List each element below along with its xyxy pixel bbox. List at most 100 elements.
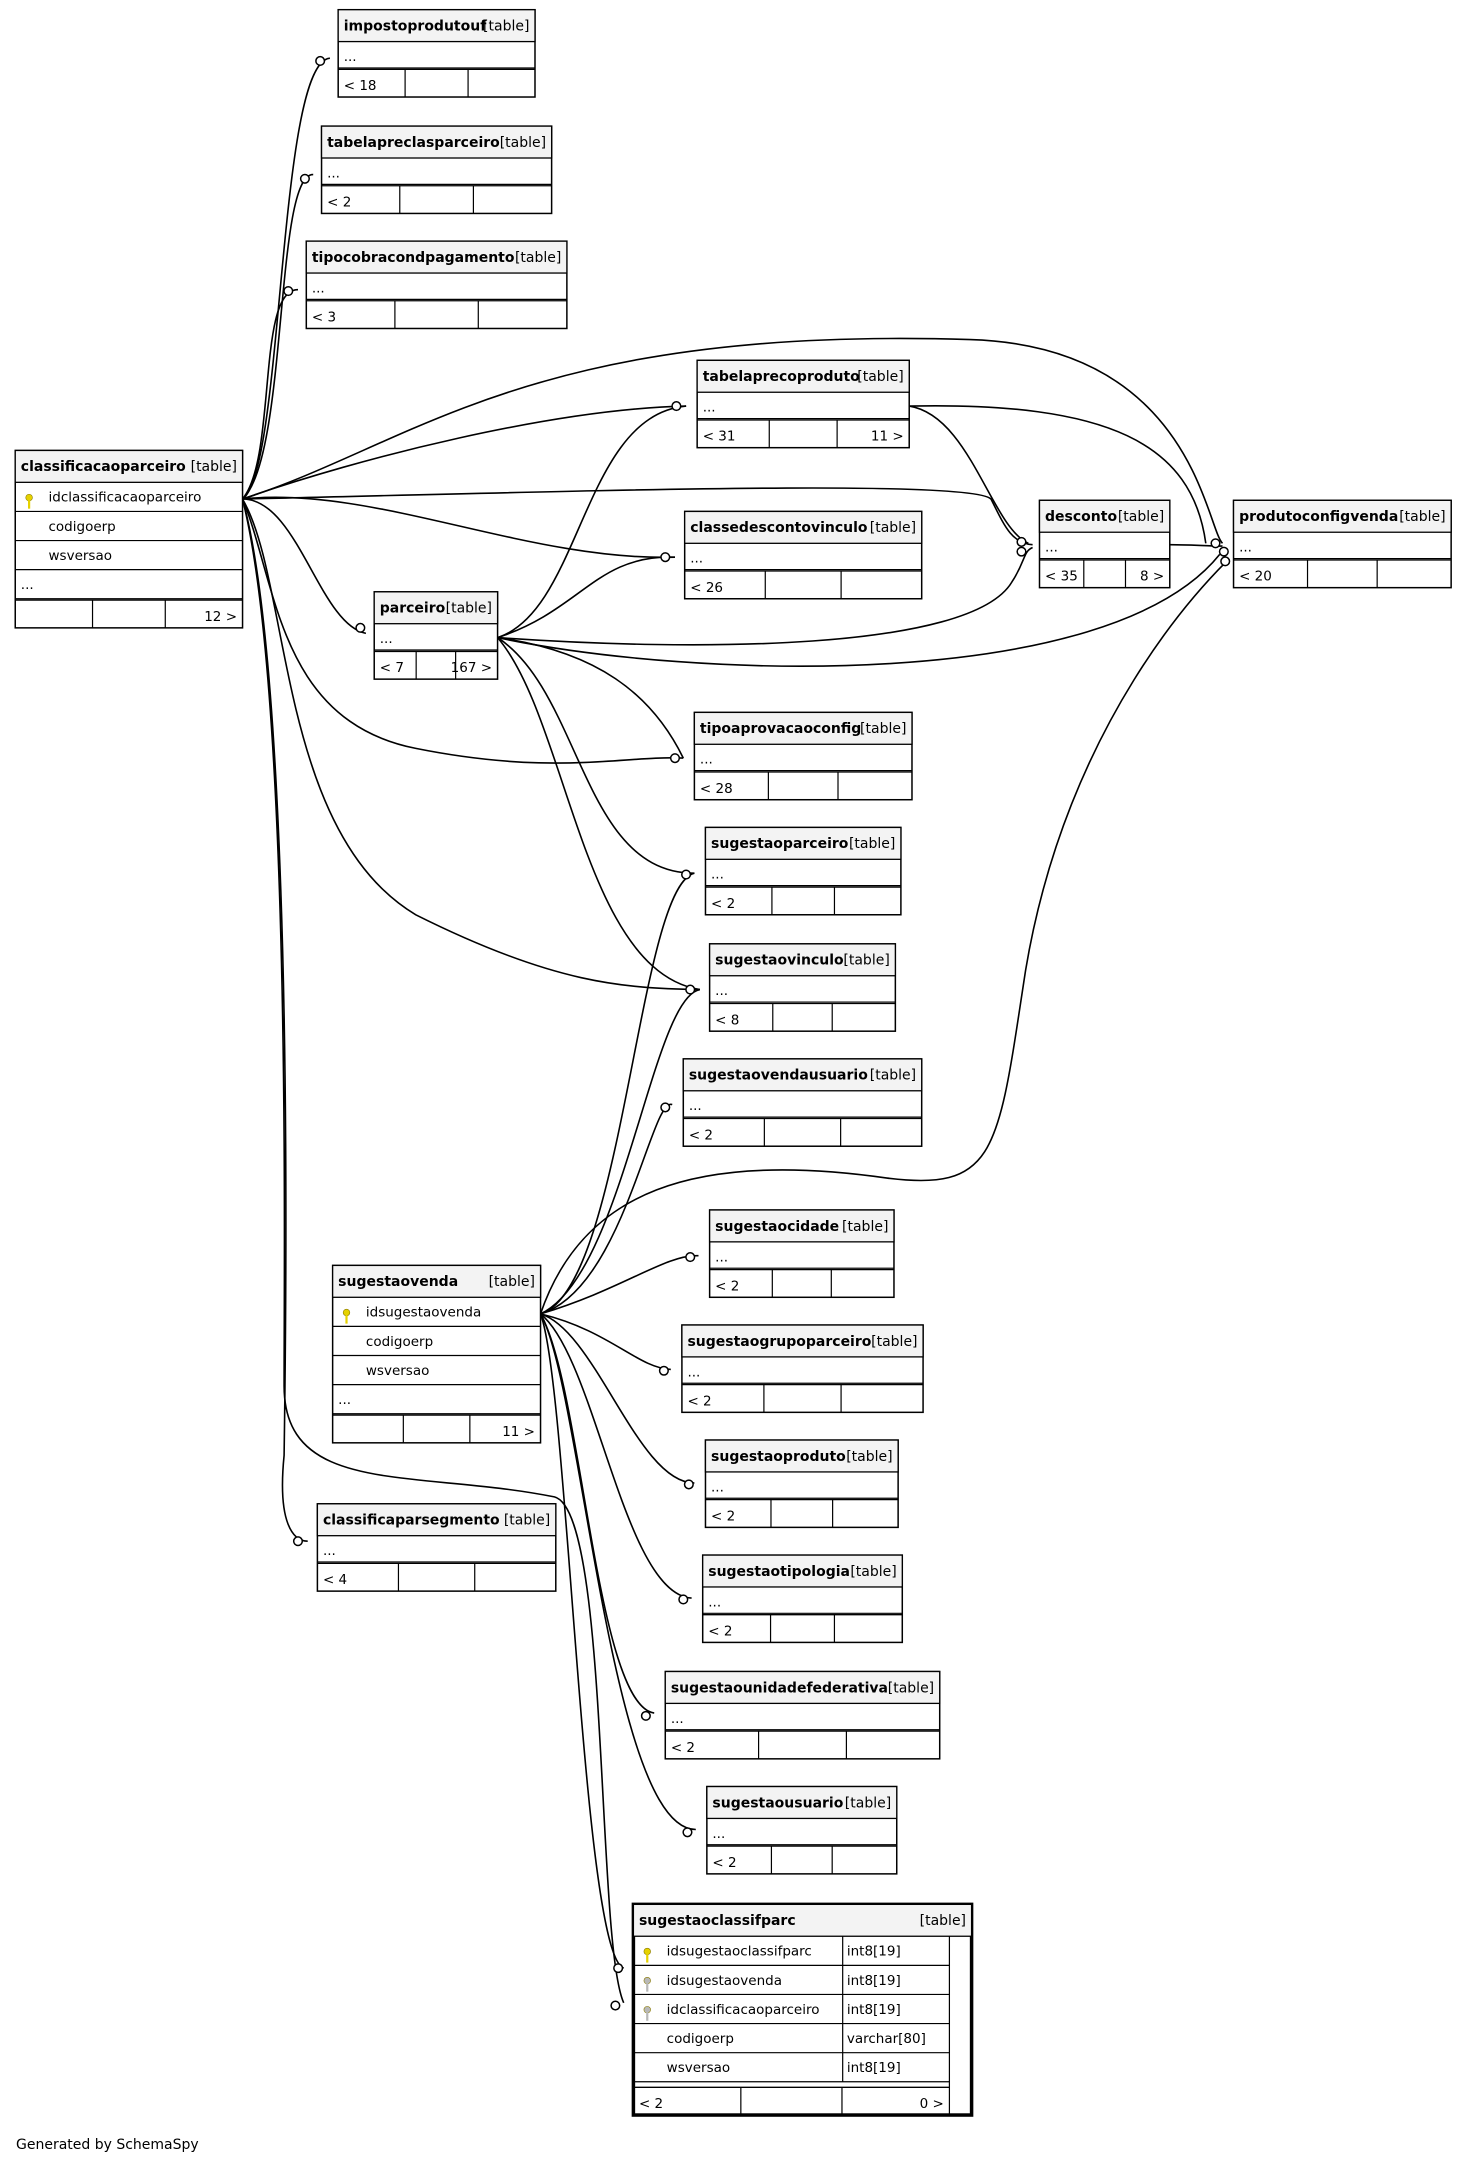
table-classificacaoparceiro[interactable]: classificacaoparceiro[table]idclassifica… (14, 449, 244, 629)
table-box (631, 1902, 974, 2117)
table-sugestaotipologia[interactable]: sugestaotipologia[table]...< 2 (701, 1554, 904, 1644)
table-header (706, 1785, 898, 1820)
relationship-line (540, 872, 695, 1315)
table-sugestaovinculo[interactable]: sugestaovinculo[table]...< 8 (708, 943, 897, 1032)
parent-count: < 2 (708, 1623, 732, 1639)
table-type-label: [table] (920, 1913, 966, 1929)
parent-count: < 2 (327, 195, 351, 211)
parent-count: < 2 (711, 1508, 735, 1524)
table-tabelapreclasparceiro[interactable]: tabelapreclasparceiro[table]...< 2 (320, 125, 553, 215)
column-wsversao: wsversao (366, 1363, 430, 1379)
relationship-line (539, 1313, 625, 1969)
relationship-line (242, 498, 367, 635)
relationship-endpoint (669, 753, 681, 764)
column-ellipsis: ... (708, 1594, 721, 1610)
generated-by-footer: Generated by SchemaSpy (16, 2137, 199, 2153)
table-name: sugestaogrupoparceiro (687, 1334, 871, 1350)
parent-count: < 35 (1045, 569, 1078, 585)
table-name: sugestaovinculo (715, 953, 844, 969)
column-ellipsis: ... (1045, 540, 1058, 556)
relationship-endpoint (613, 1963, 624, 1974)
relationship-line (497, 556, 676, 639)
relationship-endpoint (678, 1594, 689, 1605)
parent-count: < 2 (712, 1855, 736, 1871)
column-ellipsis: ... (312, 280, 325, 296)
table-sugestaounidadefederativa[interactable]: sugestaounidadefederativa[table]...< 2 (664, 1670, 941, 1760)
table-classedescontovinculo[interactable]: classedescontovinculo[table]...< 26 (683, 510, 923, 600)
column-type: int8[19] (847, 2060, 901, 2076)
relationship-line (497, 636, 685, 759)
table-header (373, 591, 499, 625)
table-sugestaoproduto[interactable]: sugestaoproduto[table]...< 2 (704, 1439, 899, 1529)
table-sugestaousuario[interactable]: sugestaousuario[table]...< 2 (706, 1785, 898, 1875)
table-header (681, 1324, 924, 1358)
table-header (693, 711, 913, 745)
table-header (316, 1503, 557, 1537)
relationship-endpoint (660, 1102, 671, 1113)
relationship-line (540, 1313, 695, 1484)
relationship-line (242, 337, 1224, 544)
table-desconto[interactable]: desconto[table]... < 35 8 > (1038, 499, 1171, 589)
relationship-endpoint (610, 2000, 621, 2011)
table-tipocobracondpagamento[interactable]: tipocobracondpagamento[table]...< 3 (305, 240, 568, 330)
relationship-line (242, 57, 331, 500)
parent-count: < 18 (344, 78, 377, 94)
table-name: classedescontovinculo (690, 520, 868, 536)
table-header (1038, 499, 1171, 533)
table-type-label: [table] (849, 836, 895, 852)
table-sugestaocidade[interactable]: sugestaocidade[table]...< 2 (708, 1209, 895, 1299)
relationship-endpoint (355, 622, 366, 633)
relationship-endpoint (315, 55, 326, 67)
table-tipoaprovacaoconfig[interactable]: tipoaprovacaoconfig[table]...< 28 (693, 711, 913, 801)
relationship-endpoint (640, 1710, 651, 1721)
table-type-label: [table] (446, 601, 492, 617)
table-type-label: [table] (1118, 509, 1164, 525)
relationship-line (496, 637, 701, 991)
relationship-line (241, 498, 700, 991)
table-impostoprodutouf[interactable]: impostoprodutouf[table]...< 18 (337, 8, 536, 98)
table-name: desconto (1045, 509, 1117, 525)
relationship-endpoint (681, 869, 692, 880)
table-sugestaovendausuario[interactable]: sugestaovendausuario[table]...< 2 (682, 1058, 923, 1147)
table-name: sugestaovenda (338, 1274, 458, 1290)
child-count: 8 > (1140, 569, 1164, 585)
table-type-label: [table] (870, 520, 916, 536)
table-name: tabelapreclasparceiro (327, 135, 500, 151)
parent-count: < 2 (711, 896, 735, 912)
column-type: varchar[80] (847, 2031, 926, 2047)
relationship-line (497, 546, 1033, 646)
relationship-endpoint (685, 1252, 696, 1263)
parent-count: < 2 (671, 1740, 695, 1756)
column-ellipsis: ... (21, 577, 34, 593)
relationship-line (242, 487, 1033, 546)
column-ellipsis: ... (327, 165, 340, 181)
column-ellipsis: ... (1239, 540, 1252, 556)
table-sugestaovenda[interactable]: sugestaovenda[table]idsugestaovendacodig… (331, 1264, 542, 1444)
table-type-label: [table] (842, 1219, 888, 1235)
parent-count: < 2 (687, 1393, 711, 1409)
column-wsversao: wsversao (49, 548, 112, 564)
relationship-endpoint (1218, 546, 1229, 557)
column-ellipsis: ... (338, 1392, 351, 1408)
table-type-label: [table] (515, 250, 561, 266)
column-ellipsis: ... (380, 631, 393, 647)
table-sugestaogrupoparceiro[interactable]: sugestaogrupoparceiro[table]...< 2 (681, 1324, 924, 1414)
primary-key-icon (643, 1947, 651, 1963)
primary-key-icon (25, 493, 33, 509)
table-type-label: [table] (504, 1513, 550, 1529)
table-name: produtoconfigvenda (1239, 509, 1398, 525)
table-produtoconfigvenda[interactable]: produtoconfigvenda[table]...< 20 (1232, 499, 1452, 589)
parent-count: < 2 (639, 2096, 663, 2112)
parent-count: < 2 (715, 1278, 739, 1294)
table-sugestaoparceiro[interactable]: sugestaoparceiro[table]...< 2 (704, 826, 902, 916)
relationship-endpoint (685, 984, 696, 995)
column-type: int8[19] (847, 2002, 901, 2018)
column-type: int8[19] (847, 1973, 901, 1989)
table-type-label: [table] (1399, 509, 1445, 525)
table-sugestaoclassifparc[interactable]: sugestaoclassifparc[table]idsugestaoclas… (631, 1902, 974, 2117)
table-classificaparsegmento[interactable]: classificaparsegmento[table]...< 4 (316, 1503, 557, 1592)
table-name: sugestaoproduto (711, 1449, 846, 1465)
